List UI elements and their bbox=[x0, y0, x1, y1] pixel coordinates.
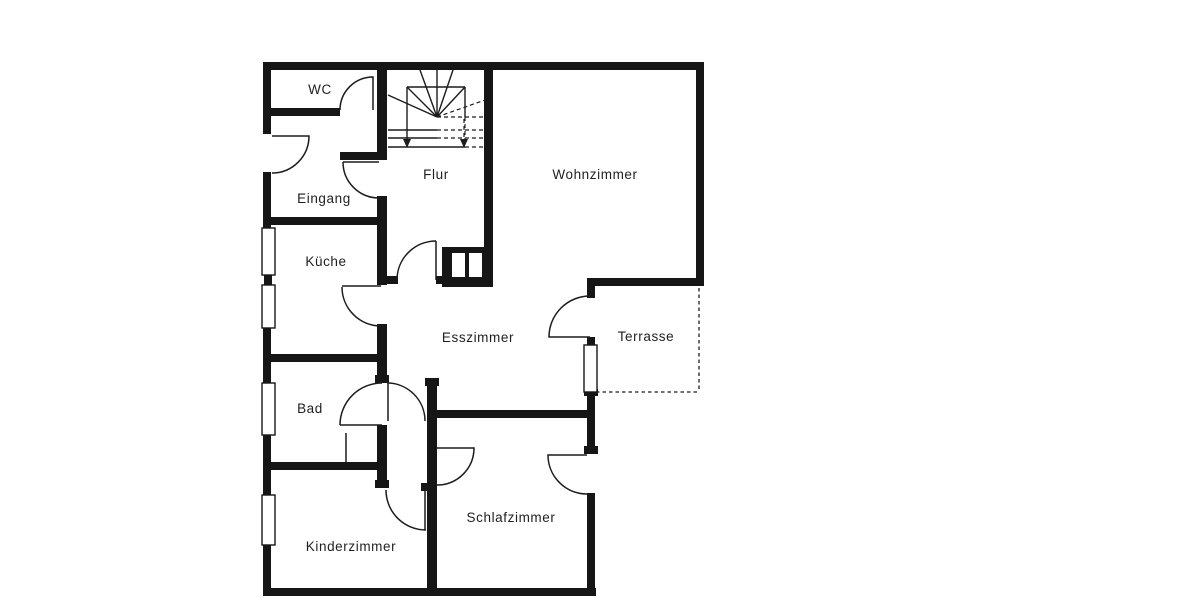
stair-arrow-left bbox=[403, 139, 411, 148]
door-terrasse bbox=[548, 295, 591, 338]
wall-east-2 bbox=[587, 337, 595, 346]
wall-outer-left-1 bbox=[263, 62, 271, 134]
door-flur-esszimmer bbox=[396, 240, 437, 281]
terrasse-dashed-edge bbox=[596, 288, 700, 393]
door-schlafzimmer bbox=[436, 447, 475, 486]
room-label-terrasse: Terrasse bbox=[618, 329, 675, 344]
wall-schlafzimmer-top bbox=[437, 410, 587, 418]
door-kueche bbox=[341, 285, 382, 327]
wall-east-nub-2 bbox=[584, 446, 598, 454]
wall-b-top-nub bbox=[425, 378, 439, 386]
room-label-wc: WC bbox=[308, 82, 332, 97]
wall-outer-left-6 bbox=[263, 545, 271, 596]
door-eingang-flur bbox=[342, 161, 380, 199]
wall-flur-bottom-left bbox=[377, 276, 398, 284]
room-label-kueche: Küche bbox=[305, 254, 346, 269]
room-labels: WC Eingang Flur Wohnzimmer Küche Esszimm… bbox=[297, 82, 674, 554]
chimney-flue-2 bbox=[469, 253, 482, 277]
wall-wohnzimmer-bottom bbox=[587, 278, 704, 286]
room-label-bad: Bad bbox=[297, 401, 323, 416]
door-entrance bbox=[271, 135, 310, 174]
room-label-flur: Flur bbox=[423, 167, 449, 182]
window-bad bbox=[261, 382, 276, 436]
wall-east-1 bbox=[587, 281, 595, 298]
windows bbox=[261, 227, 598, 546]
doors bbox=[271, 76, 591, 531]
wall-b bbox=[427, 378, 437, 596]
stair-winder-lines-dashed bbox=[436, 99, 486, 148]
room-label-wohnzimmer: Wohnzimmer bbox=[552, 167, 637, 182]
terrasse-outline bbox=[596, 288, 700, 393]
door-nook bbox=[386, 382, 426, 422]
wall-kueche-bottom bbox=[263, 354, 387, 362]
door-bad bbox=[339, 382, 383, 426]
wall-east-3 bbox=[587, 392, 595, 453]
wall-east-4 bbox=[587, 493, 595, 596]
staircase bbox=[387, 69, 486, 148]
wall-bad-bottom bbox=[263, 462, 387, 470]
window-esszimmer-east bbox=[583, 344, 598, 393]
stair-arrow-right bbox=[460, 139, 468, 148]
wall-a3 bbox=[377, 324, 387, 383]
wall-flur-door-post bbox=[436, 276, 444, 284]
wall-a-stub bbox=[340, 152, 387, 160]
wall-a2 bbox=[377, 196, 387, 285]
wall-a4 bbox=[377, 425, 387, 488]
wall-eingang-bottom bbox=[263, 217, 387, 225]
stair-outline bbox=[388, 86, 466, 148]
chimney-block bbox=[442, 247, 493, 287]
wall-outer-left-2 bbox=[263, 172, 271, 228]
room-label-eingang: Eingang bbox=[297, 191, 351, 206]
door-wc bbox=[339, 76, 374, 111]
window-kueche-1 bbox=[261, 227, 276, 276]
wall-b-hinge-nub bbox=[421, 483, 430, 491]
door-schlafzimmer-east bbox=[547, 454, 588, 495]
room-label-schlafzimmer: Schlafzimmer bbox=[467, 510, 556, 525]
wall-wohnzimmer-left bbox=[484, 62, 493, 252]
door-kinderzimmer bbox=[385, 489, 427, 531]
room-label-esszimmer: Esszimmer bbox=[442, 330, 514, 345]
room-label-kinderzimmer: Kinderzimmer bbox=[306, 539, 396, 554]
wall-a1 bbox=[377, 62, 387, 152]
walls bbox=[263, 62, 704, 596]
window-kueche-2 bbox=[261, 284, 276, 329]
wall-outer-top bbox=[263, 62, 704, 70]
wall-outer-left-3 bbox=[264, 275, 272, 285]
wall-outer-right bbox=[696, 62, 704, 286]
wall-a4-nub bbox=[375, 480, 389, 488]
chimney-flue-1 bbox=[452, 253, 465, 277]
wall-wc-bottom bbox=[263, 108, 340, 116]
wall-a3-nub bbox=[375, 375, 389, 383]
window-kinderzimmer bbox=[261, 494, 276, 546]
stair-winder-lines bbox=[387, 69, 466, 118]
